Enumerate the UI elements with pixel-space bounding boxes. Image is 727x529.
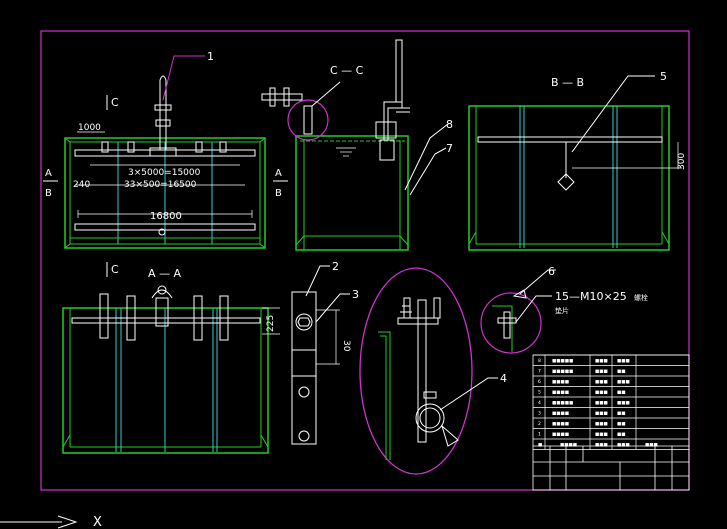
bom-row-note: ■■ xyxy=(617,412,626,417)
bom-row-name: ■■■■ xyxy=(552,433,569,438)
callout-1: 1 xyxy=(207,50,214,63)
bom-row-no: 7 xyxy=(538,369,541,375)
callout-6: 6 xyxy=(548,265,555,278)
dim-16800: 16800 xyxy=(150,211,182,222)
bolt-note-suffix: 螺栓 xyxy=(634,293,648,302)
bom-row-note: ■■ xyxy=(617,433,626,438)
bom-row-no: 5 xyxy=(538,390,541,396)
bom-row-note: ■■■ xyxy=(617,380,630,385)
detail-ellipse-4 xyxy=(359,267,473,475)
callout-4: 4 xyxy=(500,372,507,385)
ucs-x-label: X xyxy=(93,515,102,529)
bom-row-name: ■■■■■ xyxy=(552,370,573,375)
bolt-note: 15—M10×25 xyxy=(555,290,627,303)
detail-6-view: 6 15—M10×25 螺栓 垫片 xyxy=(480,265,648,354)
bom-row-name: ■■■■ xyxy=(552,380,569,385)
bom-row-name: ■■■■ xyxy=(552,422,569,427)
bom-row-note: ■■■ xyxy=(617,359,630,364)
bom-row-name: ■■■■■ xyxy=(552,401,573,406)
bom-header-cell: ■ xyxy=(538,443,542,448)
section-mark-b-left: B xyxy=(45,188,52,199)
bom-row-no: 8 xyxy=(538,358,541,364)
section-b-b-view: B — B 300 5 xyxy=(468,70,687,251)
callout-7: 7 xyxy=(446,142,453,155)
section-a-a-view: A — A C 225 xyxy=(62,262,280,454)
bom-row-qty: ■■■ xyxy=(595,391,608,396)
bom-row-no: 1 xyxy=(538,432,541,438)
bom-header-cell: ■■■■ xyxy=(560,443,577,448)
bom-row-no: 2 xyxy=(538,421,541,427)
bom-row-qty: ■■■ xyxy=(595,370,608,375)
plan-view: 1 1000 3×5000=15000 240 33×500=16500 168… xyxy=(43,50,288,249)
callout-5: 5 xyxy=(660,70,667,83)
section-mark-a-right: A xyxy=(275,168,282,179)
bom-row-qty: ■■■ xyxy=(595,433,608,438)
bom-row-note: ■■ xyxy=(617,391,626,396)
bom-row-qty: ■■■ xyxy=(595,380,608,385)
detail-circle-6 xyxy=(480,292,542,354)
callout-2: 2 xyxy=(332,260,339,273)
section-mark-c-bottom: C xyxy=(111,263,119,276)
section-c-c-view: C — C 8 7 xyxy=(261,39,453,251)
bom-header-cell: ■■■ xyxy=(645,443,658,448)
section-mark-a-left: A xyxy=(45,168,52,179)
dim-1000: 1000 xyxy=(78,123,101,133)
bom-row-name: ■■■■ xyxy=(552,391,569,396)
bom-row-note: ■■■ xyxy=(617,401,630,406)
bom-row-no: 4 xyxy=(538,400,541,406)
bom-row-name: ■■■■ xyxy=(552,412,569,417)
section-mark-b-right: B xyxy=(275,188,282,199)
bom-header-cell: ■■■ xyxy=(595,443,608,448)
detail-4-view: 4 xyxy=(359,267,507,475)
bom-header-cell: ■■■ xyxy=(617,443,630,448)
dim-33x500: 33×500=16500 xyxy=(124,180,197,190)
dim-225: 225 xyxy=(266,315,276,332)
ucs-icon: X xyxy=(0,515,102,529)
bom-row-qty: ■■■ xyxy=(595,401,608,406)
bom-row-qty: ■■■ xyxy=(595,422,608,427)
callout-3: 3 xyxy=(352,288,359,301)
dim-3x5000: 3×5000=15000 xyxy=(128,168,201,178)
bom-row-name: ■■■■■ xyxy=(552,359,573,364)
dim-300: 300 xyxy=(677,153,687,170)
bom-row-no: 3 xyxy=(538,411,541,417)
bom-row-note: ■■ xyxy=(617,422,626,427)
title-b-b: B — B xyxy=(551,76,584,89)
detail-circle-c xyxy=(287,99,329,141)
bolt-note-sub: 垫片 xyxy=(555,306,569,315)
dim-30: 30 xyxy=(341,340,351,352)
title-a-a: A — A xyxy=(148,267,182,280)
title-c-c: C — C xyxy=(330,64,364,77)
callout-8: 8 xyxy=(446,118,453,131)
bracket-detail-view: 30 2 3 xyxy=(291,260,359,445)
bom-row-no: 6 xyxy=(538,379,541,385)
bom-table: 8■■■■■■■■■■■7■■■■■■■■■■6■■■■■■■■■■5■■■■■… xyxy=(533,354,689,450)
section-mark-c-top: C xyxy=(111,96,119,109)
dim-240: 240 xyxy=(73,180,90,190)
bom-row-qty: ■■■ xyxy=(595,359,608,364)
bom-row-note: ■■ xyxy=(617,370,626,375)
bom-row-qty: ■■■ xyxy=(595,412,608,417)
drawing-frame xyxy=(40,30,690,491)
